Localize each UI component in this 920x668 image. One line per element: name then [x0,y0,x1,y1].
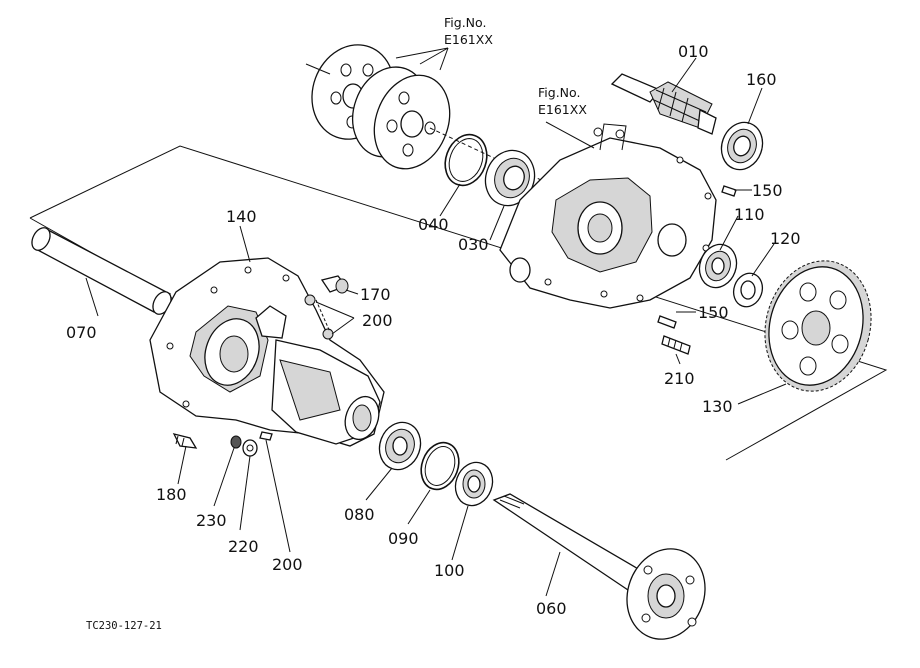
bolt-200-lower [259,431,273,441]
washer-230 [230,435,242,449]
stud-210 [661,335,691,355]
pin-150-upper [721,185,737,197]
part-label-060: 060 [536,599,567,618]
bearing-030 [484,149,536,207]
part-label-120: 120 [770,229,801,248]
bolt-200-upper [304,294,334,340]
axle-shaft-060 [492,493,706,640]
part-label-180: 180 [156,485,187,504]
front-cover-housing [499,123,717,309]
part-label-140: 140 [226,207,257,226]
part-label-040: 040 [418,215,449,234]
axis-line [315,299,331,333]
clutch-plate-front [373,74,451,170]
part-label-100: 100 [434,561,465,580]
differential-case-140 [149,257,385,447]
part-label-230: 230 [196,511,227,530]
oil-seal-100 [454,461,494,507]
fig-ref-mid-leader [545,121,595,149]
part-label-030: 030 [458,235,489,254]
axis-line [305,63,331,75]
pinion-shaft-010 [610,73,717,135]
bolt-170 [320,275,349,294]
bearing-110 [698,243,738,289]
part-label-010: 010 [678,42,709,61]
part-label-130: 130 [702,397,733,416]
snap-ring-040 [444,133,488,187]
part-label-150-upper: 150 [752,181,783,200]
nut-220 [242,439,258,457]
fig-ref-top-line1: Fig.No. [444,15,486,30]
part-label-210: 210 [664,369,695,388]
snap-ring-090 [420,441,460,491]
bearing-080 [378,421,422,471]
part-label-170: 170 [360,285,391,304]
fig-ref-mid-line1: Fig.No. [538,85,580,100]
part-label-200-lower: 200 [272,555,303,574]
leader-lines [85,57,787,597]
fig-ref-mid-line2: E161XX [538,102,587,117]
drawing-code: TC230-127-21 [86,620,162,632]
collar-120 [732,272,764,308]
part-label-090: 090 [388,529,419,548]
bearing-160 [720,121,764,171]
part-label-220: 220 [228,537,259,556]
part-label-070: 070 [66,323,97,342]
pipe-070 [31,227,172,315]
part-label-080: 080 [344,505,375,524]
fig-ref-top-leaders [395,47,449,71]
part-label-150-lower: 150 [698,303,729,322]
part-label-200-upper: 200 [362,311,393,330]
part-label-110: 110 [734,205,765,224]
part-label-160: 160 [746,70,777,89]
bevel-gear-130 [764,260,872,392]
bolt-180 [172,433,198,449]
pin-150-lower [657,315,677,329]
fig-ref-top-line2: E161XX [444,32,493,47]
